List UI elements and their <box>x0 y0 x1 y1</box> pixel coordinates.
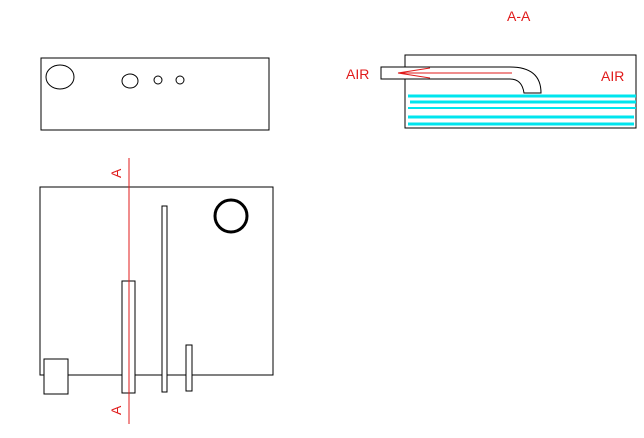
short-baffle <box>185 344 193 392</box>
arrow-left-icon <box>397 67 512 79</box>
water-layers <box>408 94 636 126</box>
front-view: A A <box>39 158 274 424</box>
section-view: A-A AIR AIR <box>346 8 637 129</box>
front-view-outline <box>39 186 274 376</box>
top-view-outline <box>40 57 270 131</box>
cut-marker-top: A <box>108 168 124 178</box>
tall-baffle <box>161 205 168 393</box>
section-title: A-A <box>507 8 531 24</box>
thick-ring <box>213 198 249 234</box>
medium-hole <box>121 73 139 89</box>
large-hole <box>45 64 75 90</box>
air-label-right: AIR <box>601 68 624 84</box>
top-view <box>40 57 270 131</box>
air-label-left: AIR <box>346 66 369 82</box>
small-hole-1 <box>153 75 163 85</box>
corner-block <box>43 358 69 395</box>
small-hole-2 <box>175 75 185 85</box>
cut-marker-bottom: A <box>108 405 124 415</box>
